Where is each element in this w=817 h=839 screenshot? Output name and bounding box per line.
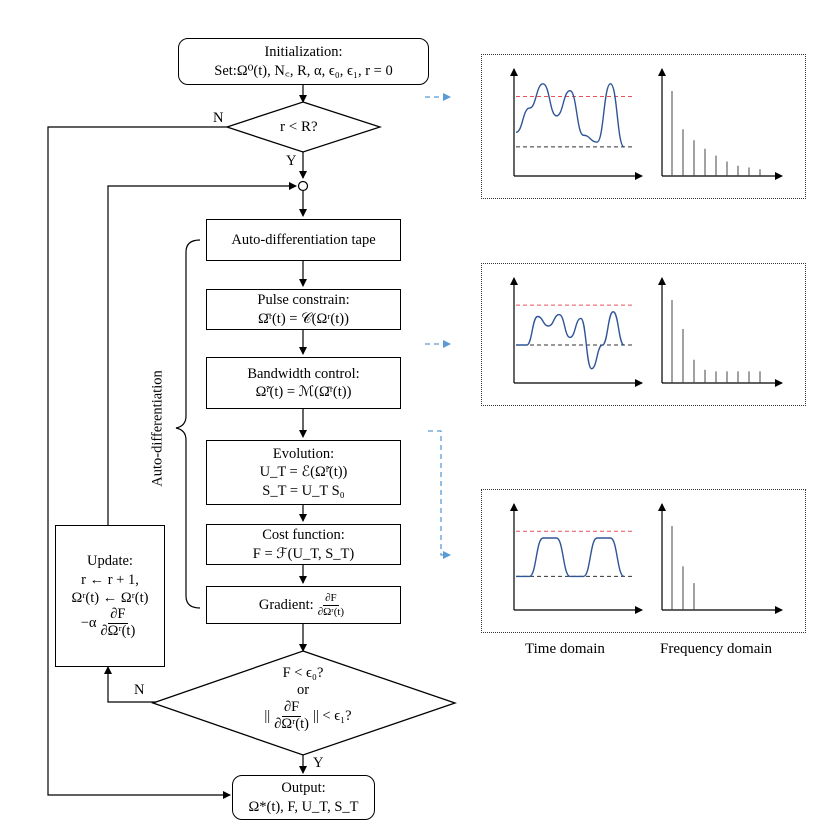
output-title: Output: [281, 780, 326, 797]
norm-open: || [264, 707, 271, 724]
evolution-title: Evolution: [272, 446, 335, 463]
output-values: Ω*(t), F, U_T, S_T [248, 798, 359, 815]
bandwidth-formula: Ω̃ʳ(t) = ℳ(Ω̄ʳ(t)) [255, 384, 352, 400]
evolution-box: Evolution: U_T = ℰ(Ω̃ʳ(t)) S_T = U_T S₀ [206, 440, 401, 505]
evolution-formula-1: U_T = ℰ(Ω̃ʳ(t)) [259, 464, 348, 481]
initialization-box: Initialization: Set:Ω⁰(t), N꜀, R, α, ϵ₀,… [178, 38, 429, 85]
update-box: Update: r ← r + 1, Ωʳ(t) ← Ωʳ(t) −α ∂F ∂… [55, 525, 165, 667]
signal-wave [516, 311, 625, 370]
loop-condition: r < R? [280, 119, 318, 135]
convergence-decision-diamond [151, 650, 458, 756]
update-prefix: −α [80, 615, 97, 632]
convergence-no-label: N [134, 682, 145, 698]
gradient-fraction: ∂F ∂Ωʳ(t) [316, 592, 346, 617]
update-title: Update: [87, 553, 133, 570]
pulse-formula: Ω̄ʳ(t) = 𝒞(Ωʳ(t)) [258, 310, 349, 327]
output-box: Output: Ω*(t), F, U_T, S_T [232, 775, 375, 820]
bandwidth-title: Bandwidth control: [247, 365, 360, 382]
waveform-panel-3 [481, 489, 806, 633]
waveform-panel-1 [481, 54, 806, 199]
cost-function-box: Cost function: F = ℱ(U_T, S_T) [206, 524, 401, 565]
convergence-denominator: ∂Ωʳ(t) [274, 715, 309, 732]
autodiff-tape-box: Auto-differentiation tape [206, 219, 401, 261]
cost-title: Cost function: [262, 527, 345, 544]
init-params: Set:Ω⁰(t), N꜀, R, α, ϵ₀, ϵ₁, r = 0 [214, 62, 393, 79]
time-domain-caption: Time domain [525, 641, 605, 657]
init-title: Initialization: [264, 44, 343, 61]
gradient-label: Gradient: [258, 596, 314, 613]
norm-close: || < ϵ₁? [313, 707, 352, 724]
update-denominator: ∂Ωʳ(t) [100, 622, 136, 639]
loop-yes-label: Y [286, 153, 297, 169]
cost-formula: F = ℱ(U_T, S_T) [252, 545, 355, 562]
pulse-title: Pulse constrain: [257, 292, 350, 309]
gradient-box: Gradient: ∂F ∂Ωʳ(t) [206, 586, 401, 624]
loop-decision-diamond [224, 101, 383, 153]
panel-2-chart [510, 277, 783, 387]
convergence-or: or [296, 682, 310, 698]
panel-3-chart [510, 503, 783, 614]
frequency-domain-caption: Frequency domain [660, 641, 773, 657]
convergence-condition-1: F < ϵ₀? [282, 665, 324, 681]
tape-label: Auto-differentiation tape [231, 231, 376, 248]
update-numerator: ∂F [108, 605, 128, 624]
update-line-2: Ωʳ(t) ← Ωʳ(t) [71, 589, 149, 606]
panel-1-chart [510, 68, 783, 180]
waveform-panel-2 [481, 263, 806, 406]
convergence-condition-2: || ∂F ∂Ωʳ(t) || < ϵ₁? [228, 699, 388, 733]
update-fraction: ∂F ∂Ωʳ(t) [99, 605, 138, 640]
convergence-fraction: ∂F ∂Ωʳ(t) [272, 699, 311, 733]
update-line-1: r ← r + 1, [81, 571, 139, 588]
gradient-denominator: ∂Ωʳ(t) [317, 605, 345, 618]
loop-no-label: N [213, 110, 224, 126]
update-line-3: −α ∂F ∂Ωʳ(t) [80, 605, 140, 640]
evolution-formula-2: S_T = U_T S₀ [262, 482, 345, 499]
convergence-yes-label: Y [313, 755, 324, 771]
gradient-numerator: ∂F [323, 592, 339, 606]
signal-wave [515, 537, 625, 578]
autodiff-brace-label: Auto-differentiation [149, 370, 166, 487]
bandwidth-control-box: Bandwidth control: Ω̃ʳ(t) = ℳ(Ω̄ʳ(t)) [206, 357, 401, 409]
convergence-numerator: ∂F [281, 699, 302, 717]
signal-wave [515, 83, 625, 148]
pulse-constrain-box: Pulse constrain: Ω̄ʳ(t) = 𝒞(Ωʳ(t)) [206, 289, 401, 330]
